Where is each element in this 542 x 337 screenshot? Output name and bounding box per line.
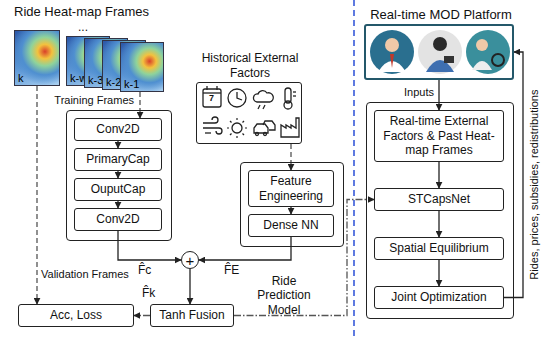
section-title: Ride Heat-map Frames xyxy=(14,4,149,20)
process-box: Tanh Fusion xyxy=(150,304,234,327)
node-text: Joint Optimization xyxy=(391,290,486,304)
layer-box: Conv2D xyxy=(74,118,162,141)
connector-arrow xyxy=(117,201,118,208)
connector-arrow xyxy=(290,144,291,170)
process-box: Dense NN xyxy=(248,214,334,237)
connector-arrow xyxy=(199,237,291,260)
ellipsis-mark: ... xyxy=(78,20,88,34)
edge-label: F̂k xyxy=(142,286,155,300)
edge-label: Training Frames xyxy=(52,94,136,107)
people-illustration xyxy=(366,26,512,78)
edge-label: F̂E xyxy=(224,263,239,277)
node-text: Real-time External Factors & Past Heat-m… xyxy=(379,114,499,157)
calendar-number: 7 xyxy=(209,93,214,104)
node-heading: Real-time MOD Platform xyxy=(356,7,526,23)
platform-picture: Real-time MOD Platform xyxy=(364,24,514,80)
factor-icons-art xyxy=(197,83,303,145)
edge-label: Inputs xyxy=(404,86,434,99)
process-box: Acc, Loss xyxy=(18,304,134,327)
node-text: Spatial Equilibrium xyxy=(389,241,488,255)
node-text: PrimaryCap xyxy=(86,152,149,166)
process-box: Joint Optimization xyxy=(374,286,504,309)
node-text: k-2 xyxy=(106,76,121,88)
heatmap-frame: k-1 xyxy=(120,42,164,92)
layer-box: OuputCap xyxy=(74,178,162,201)
factor-icons: Historical External Factors7 xyxy=(196,82,302,144)
layer-box: PrimaryCap xyxy=(74,148,162,171)
node-text: Conv2D xyxy=(96,212,139,226)
heatmap-frame: k xyxy=(14,30,60,86)
node-text: Feature Engineering xyxy=(253,174,329,203)
node-text: Acc, Loss xyxy=(50,308,102,322)
connector-arrow xyxy=(134,315,150,316)
node-text: k-3 xyxy=(88,74,103,86)
connector-arrow xyxy=(189,269,190,304)
connector-arrow xyxy=(117,171,118,178)
sum-node: + xyxy=(181,251,199,269)
connector-arrow xyxy=(438,260,439,286)
node-text: k-1 xyxy=(124,78,139,90)
node-text: + xyxy=(186,253,195,268)
edge-label: Validation Frames xyxy=(41,268,129,281)
node-text: Conv2D xyxy=(96,122,139,136)
process-box: STCapsNet xyxy=(374,188,504,211)
node-heading: Historical External Factors xyxy=(187,51,313,80)
connector-arrow xyxy=(438,162,439,188)
connector-arrow xyxy=(36,86,37,304)
process-box: Spatial Equilibrium xyxy=(374,237,504,260)
edge-label: F̂c xyxy=(138,263,151,277)
connector-arrow xyxy=(139,92,140,118)
process-box: Feature Engineering xyxy=(248,170,334,207)
node-text: STCapsNet xyxy=(408,192,470,206)
node-text: k xyxy=(18,72,24,84)
layer-box: Conv2D xyxy=(74,208,162,231)
connector-arrow xyxy=(290,207,291,214)
process-box: Real-time External Factors & Past Heat-m… xyxy=(374,110,504,162)
node-text: OuputCap xyxy=(91,182,146,196)
connector-arrow xyxy=(117,141,118,148)
connector-arrow xyxy=(438,211,439,237)
edge-label: Rides, prices, subsidies, redistribution… xyxy=(528,88,541,282)
node-text: Dense NN xyxy=(263,218,318,232)
connector-arrow xyxy=(438,80,439,110)
separator-line xyxy=(353,0,355,337)
model-label: Ride Prediction Model xyxy=(244,274,324,317)
node-text: Tanh Fusion xyxy=(159,308,224,322)
